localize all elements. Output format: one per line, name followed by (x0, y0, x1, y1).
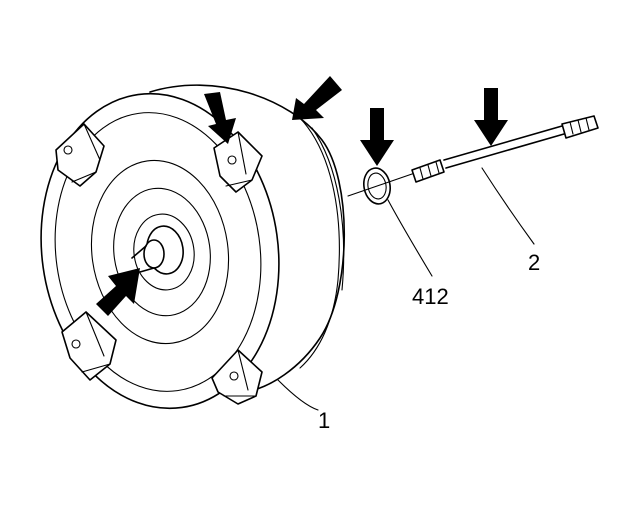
mounting-lug-top-left (55, 123, 105, 187)
o-ring-seal (363, 167, 391, 205)
mounting-lug-bottom-left (61, 311, 117, 381)
mounting-lug-bottom-right (211, 349, 263, 405)
leader-line-412 (387, 199, 433, 277)
torque-converter (40, 84, 345, 410)
arrow-hub (96, 268, 140, 316)
arrow-lug (204, 92, 236, 144)
arrow-seal (360, 108, 394, 166)
callout-2: 2 (528, 250, 540, 275)
mounting-lug-top-right (213, 131, 263, 193)
leader-line-1 (277, 379, 319, 411)
leader-line-2 (481, 167, 535, 245)
alignment-tool (347, 115, 599, 197)
arrow-rim (292, 76, 342, 120)
callout-412: 412 (412, 284, 449, 309)
callout-1: 1 (318, 408, 330, 433)
arrow-tool (474, 88, 508, 146)
